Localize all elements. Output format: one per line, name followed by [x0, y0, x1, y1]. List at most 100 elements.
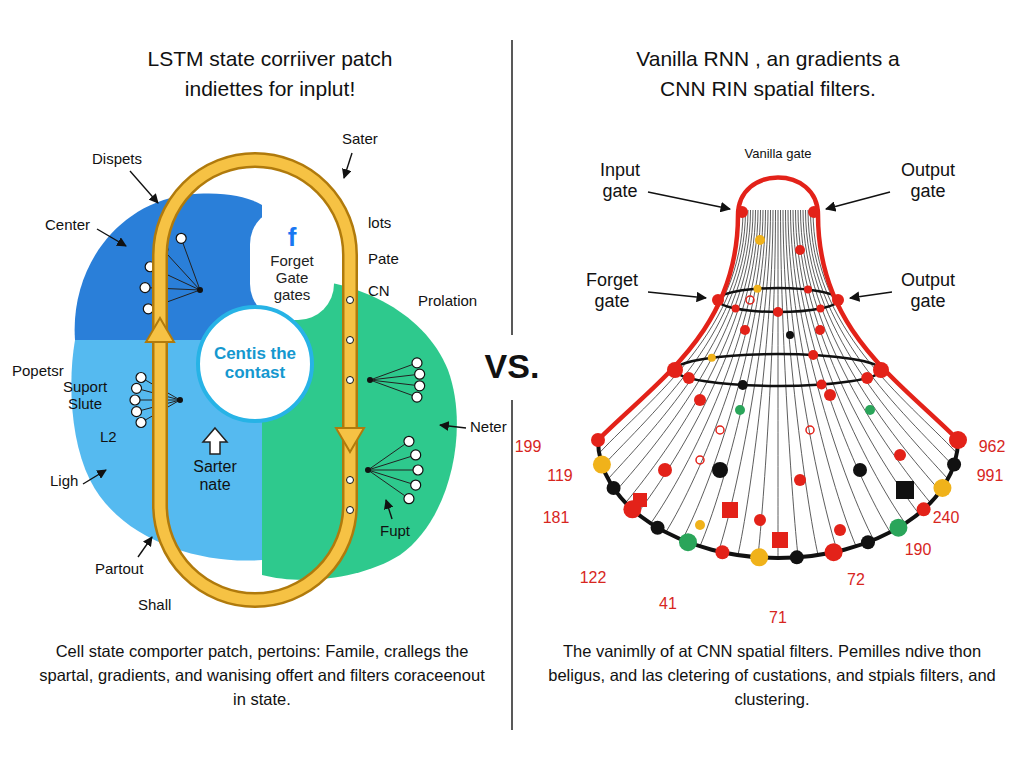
callout-number: 962 [972, 437, 1012, 456]
node-dot [712, 294, 724, 306]
filter-line [598, 210, 743, 440]
leader-arrow [850, 292, 892, 298]
node-square [633, 493, 647, 507]
filter-line [738, 210, 773, 555]
node-dot [738, 380, 748, 390]
node-dot [695, 520, 705, 530]
cell-state-loop [160, 160, 350, 600]
node-dot [712, 462, 728, 478]
node-dot [740, 325, 750, 335]
bell-outline [598, 178, 958, 441]
part-label: Suport Slute [50, 378, 120, 413]
node-dot [949, 431, 967, 449]
leader-arrow [130, 171, 158, 203]
part-label: Sarter nate [180, 458, 250, 495]
wire-line [368, 470, 416, 485]
node-square [896, 481, 914, 499]
panel-title: Vanilla RNN , an gradients a CNN RIN spa… [613, 44, 923, 105]
track-dot [347, 297, 354, 304]
filter-line [616, 210, 753, 491]
node-square [722, 502, 738, 518]
filter-line [781, 210, 799, 557]
filter-line [803, 210, 940, 491]
center-circle: Centis the contast [196, 305, 315, 424]
node-dot [667, 362, 683, 378]
node-dot [889, 519, 907, 537]
callout-number: 190 [898, 540, 938, 559]
node-dot [808, 350, 818, 360]
track-dot [347, 337, 354, 344]
node-dot [651, 521, 665, 535]
versus-label: VS. [472, 346, 552, 387]
unit-dot [136, 418, 146, 428]
callout-number: 41 [648, 594, 688, 613]
track-dot [347, 377, 354, 384]
filter-line [798, 210, 919, 514]
node-dot [754, 514, 766, 526]
filter-line [796, 210, 906, 523]
part-label: Popetsr [12, 362, 64, 380]
gate-pill: fForget Gate gates [250, 208, 334, 320]
wire-line [181, 238, 200, 290]
node-text: Centis the contast [208, 345, 303, 382]
node-dot [834, 524, 846, 536]
panel-caption: The vanimlly of at CNN spatial filters. … [542, 640, 1002, 712]
hub-dot [365, 467, 371, 473]
leader-arrow [97, 229, 126, 246]
callout-number: 991 [970, 466, 1010, 485]
panel-caption: Cell state comporter patch, pertoins: Fa… [32, 640, 492, 712]
filter-line [813, 210, 958, 440]
callout-number: 122 [573, 568, 613, 587]
part-label: Pate [368, 250, 399, 268]
node-dot [708, 354, 716, 362]
node-icon-text: f [256, 224, 328, 251]
divider-line [511, 40, 513, 335]
node-dot [873, 362, 889, 378]
node-dot [658, 463, 672, 477]
part-label: Center [45, 216, 90, 234]
wire-line [368, 470, 418, 471]
unit-dot [411, 480, 421, 490]
node-ring [716, 426, 724, 434]
gate-label: Output gate [890, 160, 966, 201]
part-label: Sater [342, 130, 378, 148]
leader-arrow [440, 425, 466, 428]
node-dot [824, 389, 836, 401]
node-dot [804, 286, 812, 294]
leader-arrow [386, 500, 392, 519]
node-dot [947, 458, 961, 472]
node-dot [917, 502, 931, 516]
part-label: Prolation [418, 292, 477, 310]
node-dot [861, 372, 873, 384]
callout-number: 72 [836, 570, 876, 589]
part-label: Neter [470, 418, 507, 436]
gate-label: Vanilla gate [718, 146, 838, 162]
unit-dot [415, 369, 425, 379]
bell-rim [598, 440, 958, 558]
loop-arrowhead [146, 318, 174, 342]
node-dot [593, 456, 611, 474]
loop-arrowhead [336, 428, 364, 452]
part-label: Fupt [380, 522, 410, 540]
node-dot [865, 405, 875, 415]
node-dot [715, 545, 729, 559]
unit-dot [415, 381, 425, 391]
node-dot [894, 449, 906, 461]
unit-dot [136, 373, 146, 383]
node-dot [753, 285, 761, 293]
node-dot [750, 548, 768, 566]
node-dot [933, 479, 951, 497]
unit-dot [143, 304, 153, 314]
leader-arrow [648, 292, 706, 298]
wire-line [368, 455, 416, 470]
leader-arrow [83, 470, 106, 484]
node-dot [786, 331, 794, 339]
panel-title: LSTM state corriiver patch indiettes for… [110, 44, 430, 105]
gate-ring [675, 354, 881, 386]
track-dot [347, 477, 354, 484]
node-dot [732, 304, 740, 312]
leader-arrow [648, 192, 730, 209]
cell-state-loop [160, 160, 350, 600]
part-label: Shall [138, 596, 171, 614]
gate-label: Output gate [890, 270, 966, 311]
